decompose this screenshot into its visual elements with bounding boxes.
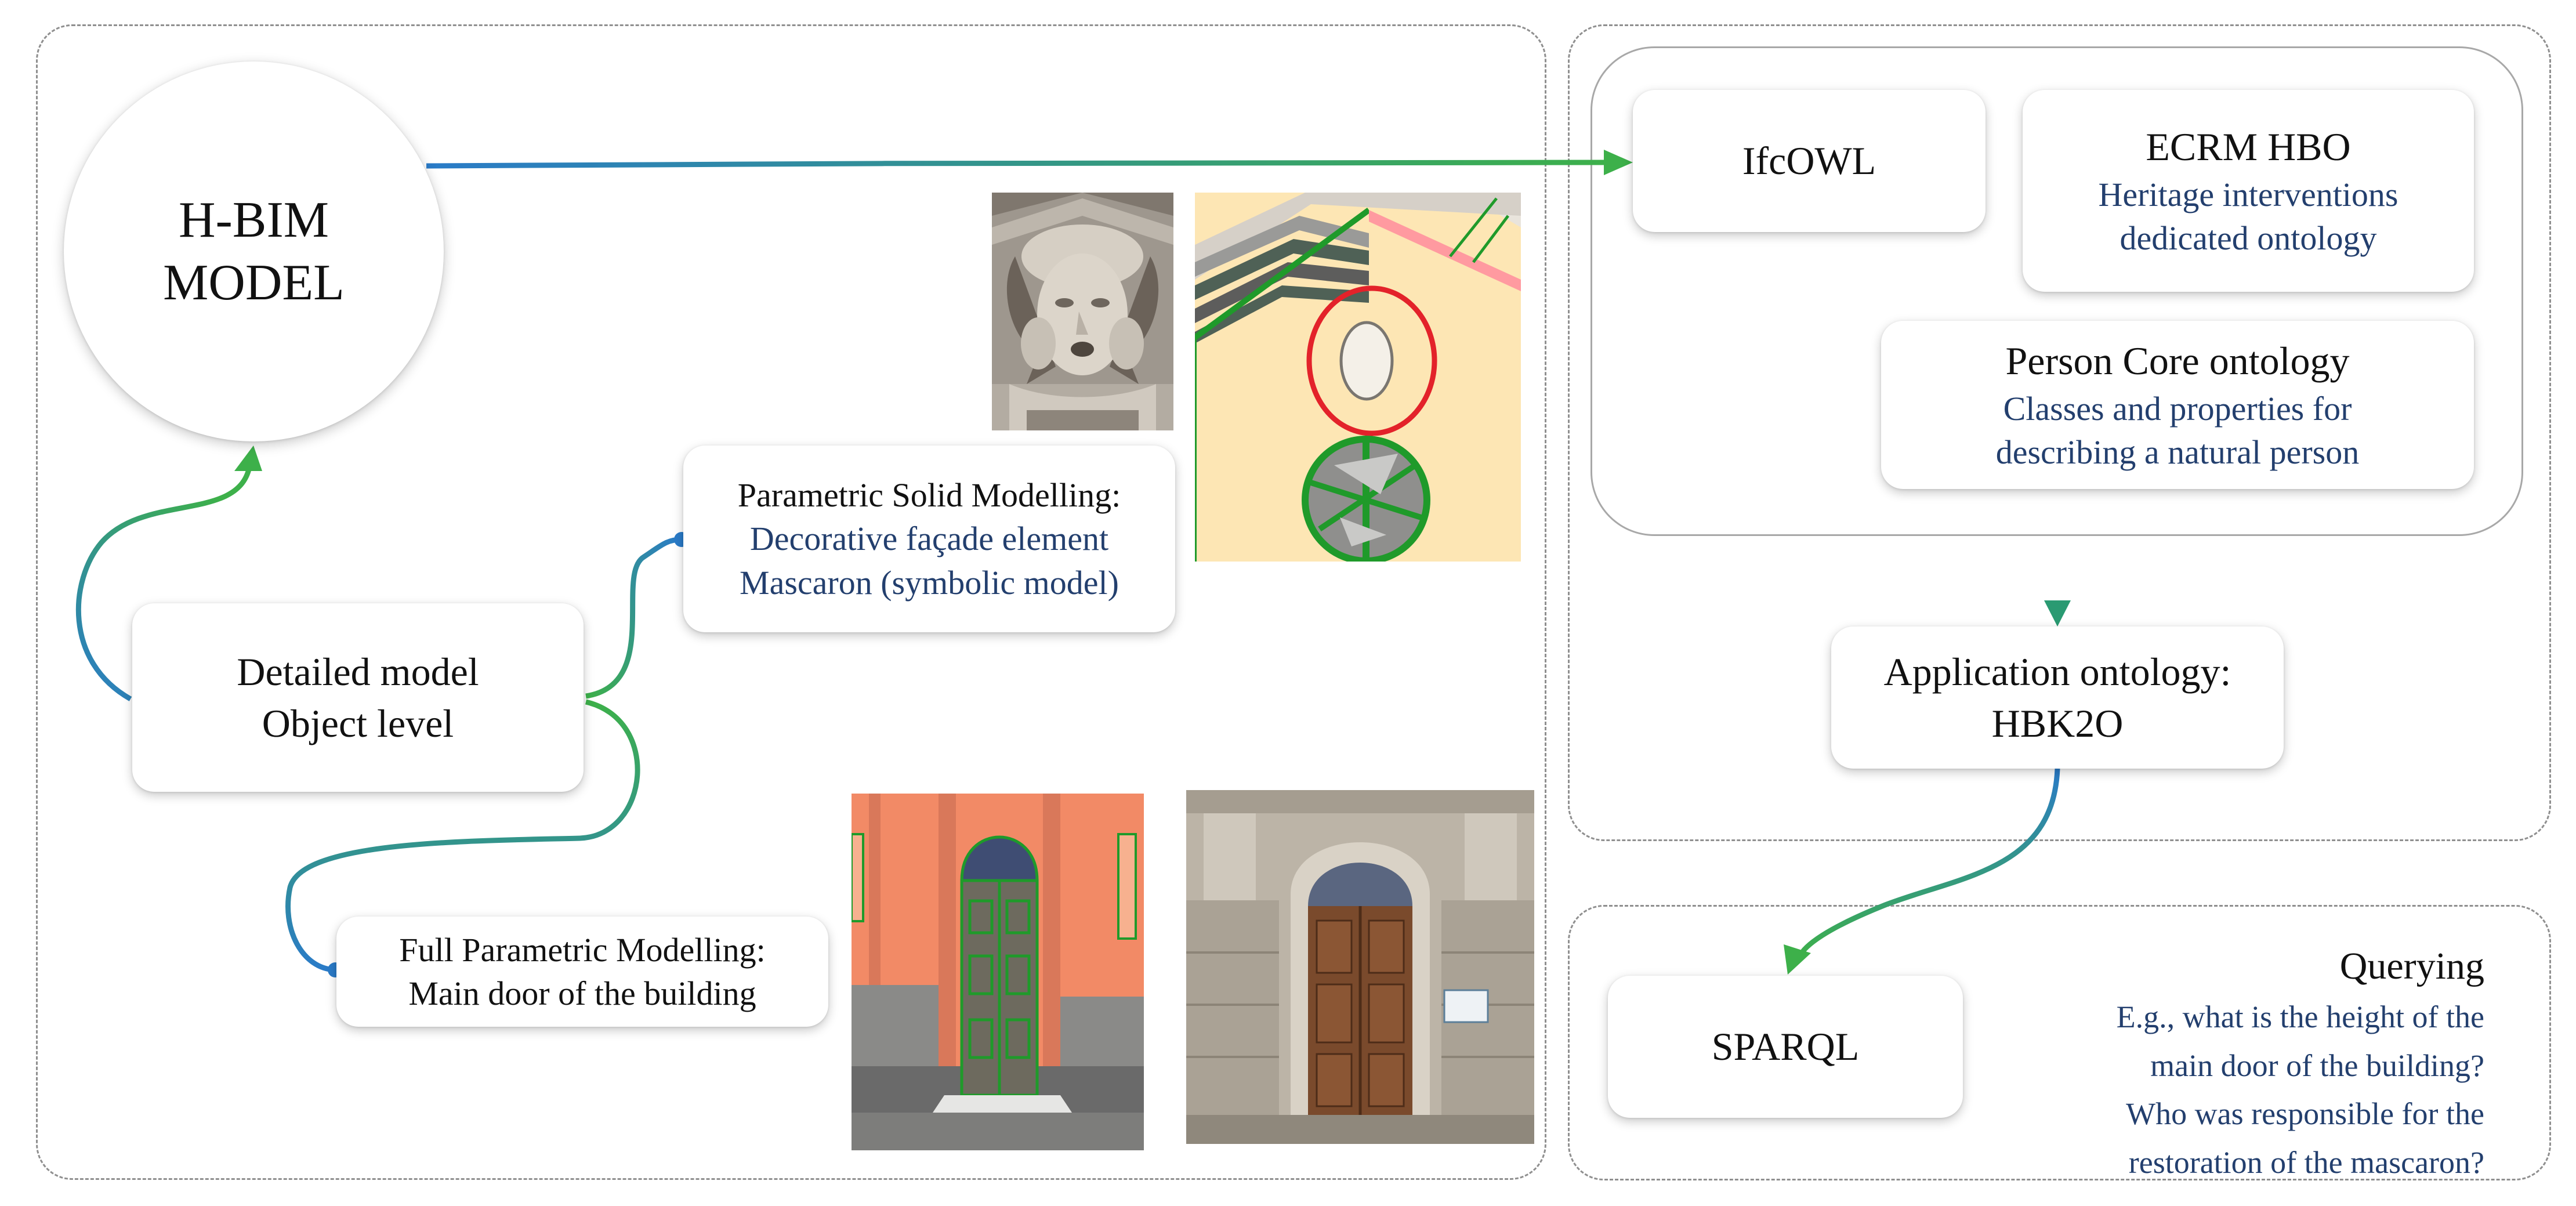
querying-panel — [1568, 905, 2551, 1180]
left-panel — [36, 24, 1546, 1180]
full-modelling-box: Full Parametric Modelling: Main door of … — [336, 917, 828, 1027]
hbim-to-ifcowl-arrow — [426, 150, 1633, 175]
person-core-box: Person Core ontology Classes and propert… — [1881, 321, 2474, 489]
detailed-to-hbim-arrow — [75, 446, 262, 701]
ecrm-hbo-box: ECRM HBO Heritage interventions dedicate… — [2023, 90, 2474, 292]
ecrm-line2: dedicated ontology — [2120, 219, 2377, 258]
mascaron-model-image — [1195, 193, 1521, 562]
door-model-image — [852, 794, 1144, 1150]
solid-line2: Mascaron (symbolic model) — [740, 563, 1119, 602]
person-title: Person Core ontology — [2005, 339, 2350, 383]
solid-modelling-box: Parametric Solid Modelling: Decorative f… — [683, 446, 1175, 632]
ecrm-title: ECRM HBO — [2146, 125, 2351, 169]
detailed-line2: Object level — [262, 701, 454, 745]
application-line1: Application ontology: — [1883, 650, 2231, 694]
ecrm-line1: Heritage interventions — [2098, 175, 2399, 213]
query-1-line2: main door of the building? — [2150, 1048, 2484, 1083]
application-line2: HBK2O — [1991, 701, 2124, 745]
ontologies-to-application-arrow — [2044, 536, 2071, 626]
querying-examples: E.g., what is the height of the main doo… — [1962, 993, 2484, 1187]
hbim-line1: H-BIM — [178, 192, 329, 249]
hbim-model-node: H-BIM MODEL — [64, 61, 444, 441]
base-ontologies-group — [1590, 46, 2523, 536]
ontology-panel — [1568, 24, 2551, 841]
full-title: Full Parametric Modelling: — [399, 930, 766, 969]
hbim-line2: MODEL — [163, 254, 345, 311]
detailed-to-solid-connector — [585, 532, 689, 699]
sparql-label: SPARQL — [1711, 1024, 1860, 1069]
query-1-line1: E.g., what is the height of the — [2116, 999, 2484, 1034]
query-2-line1: Who was responsible for the — [2126, 1096, 2484, 1132]
ifcowl-box: IfcOWL — [1633, 90, 1986, 232]
application-to-sparql-arrow — [1784, 768, 2060, 975]
detailed-model-box: Detailed model Object level — [132, 603, 584, 792]
query-2-line2: restoration of the mascaron? — [2128, 1145, 2484, 1180]
person-line1: Classes and properties for — [2003, 389, 2352, 428]
person-line2: describing a natural person — [1995, 433, 2360, 472]
mascaron-photo-image — [992, 193, 1173, 430]
solid-title: Parametric Solid Modelling: — [737, 476, 1121, 514]
solid-line1: Decorative façade element — [749, 520, 1109, 558]
querying-title: Querying — [2339, 945, 2484, 987]
ifcowl-label: IfcOWL — [1742, 139, 1876, 183]
full-line1: Main door of the building — [408, 975, 756, 1012]
door-photo-image — [1180, 790, 1540, 1161]
application-ontology-box: Application ontology: HBK2O — [1831, 626, 2284, 769]
sparql-box: SPARQL — [1608, 976, 1963, 1118]
detailed-line1: Detailed model — [237, 650, 479, 694]
